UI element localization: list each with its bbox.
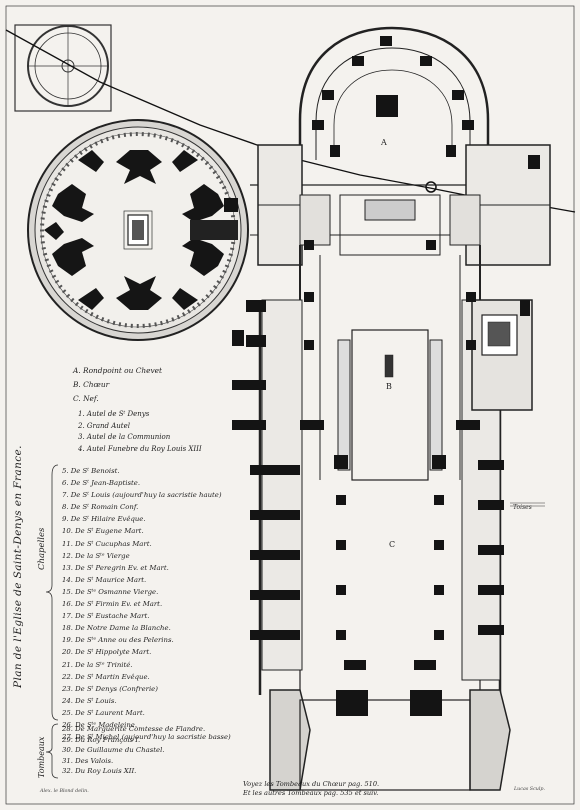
chapels-legend: 5. De Sᵗ Benoist. 6. De Sᵗ Jean-Baptiste… <box>62 465 231 743</box>
plan-letter-c: C <box>389 540 396 549</box>
legend-item: 9. De Sᵗ Hilaire Evêque. <box>62 515 146 524</box>
altars-legend: 1. Autel de Sᵗ Denys 2. Grand Autel 3. A… <box>78 409 202 455</box>
page-reference-note: Voyez les Tombeaux du Chœur pag. 510. Et… <box>243 780 379 798</box>
legend-item: 21. De la Sᵗᵉ Trinité. <box>62 660 133 669</box>
legend-item: 12. De la Sᵗᵉ Vierge <box>62 551 130 560</box>
scale-bar <box>510 502 545 507</box>
legend-item: 22. De Sᵗ Martin Evêque. <box>62 672 150 681</box>
orientation-marker <box>425 181 437 193</box>
tombs-heading: Tombeaux <box>37 736 46 778</box>
parts-legend: A. Rondpoint ou Chevet B. Chœur C. Nef. <box>73 364 162 406</box>
legend-item: 27. De Sᵗ Michel (aujourd'huy la sacrist… <box>62 733 231 742</box>
valois-rotunda <box>27 119 249 341</box>
legend-item: 7. De Sᵗ Louis (aujourd'huy la sacristie… <box>62 491 222 500</box>
legend-item: A. Rondpoint ou Chevet <box>73 366 163 375</box>
plan-letter-a: A <box>381 138 387 147</box>
legend-item: 30. De Guillaume du Chastel. <box>62 746 165 755</box>
legend-item: 20. De Sᵗ Hippolyte Mart. <box>62 648 152 657</box>
legend-item: B. Chœur <box>73 380 110 389</box>
plate-title: Plan de l'Eglise de Saint-Denys en Franc… <box>12 445 24 688</box>
legend-item: 23. De Sᵗ Denys (Confrerie) <box>62 684 158 693</box>
plate-frame <box>5 5 575 805</box>
legend-item: 32. Du Roy Louis XII. <box>62 767 137 776</box>
legend-braces <box>45 464 59 779</box>
scale-label: Toises <box>513 504 532 511</box>
legend-item: 2. Grand Autel <box>78 421 130 430</box>
tombs-legend: 28. De Marguerite Comtesse de Flandre. 2… <box>62 724 205 777</box>
legend-item: 13. De Sᵗ Peregrin Ev. et Mart. <box>62 563 169 572</box>
legend-item: 16. De Sᵗ Firmin Ev. et Mart. <box>62 600 163 609</box>
legend-item: 25. De Sᵗ Laurent Mart. <box>62 708 145 717</box>
draftsman-credit: Alex. le Blond delin. <box>40 789 89 794</box>
legend-item: 17. De Sᵗ Eustache Mart. <box>62 612 150 621</box>
legend-item: 26. De Sᵗᵉ Madeleine. <box>62 720 138 729</box>
legend-item: 5. De Sᵗ Benoist. <box>62 467 120 475</box>
chapels-heading: Chapelles <box>37 527 47 570</box>
note-line: Et les autres Tombeaux pag. 535 et suiv. <box>243 789 379 797</box>
legend-item: 10. De Sᵗ Eugene Mart. <box>62 527 144 536</box>
legend-item: C. Nef. <box>73 394 99 403</box>
legend-item: 6. De Sᵗ Jean-Baptiste. <box>62 479 141 488</box>
piers <box>224 36 540 716</box>
legend-item: 11. De Sᵗ Cucuphas Mart. <box>62 539 152 548</box>
legend-item: 1. Autel de Sᵗ Denys <box>78 410 150 418</box>
legend-item: 28. De Marguerite Comtesse de Flandre. <box>62 725 206 733</box>
legend-item: 29. Du Roy François I. <box>62 735 141 744</box>
plan-letter-b: B <box>386 382 392 391</box>
legend-item: 31. Des Valois. <box>62 756 114 765</box>
legend-item: 3. Autel de la Communion <box>78 433 171 441</box>
legend-item: 15. De Sᵗᵉ Osmanne Vierge. <box>62 587 159 596</box>
legend-item: 8. De Sᵗ Romain Conf. <box>62 503 139 512</box>
legend-item: 19. De Sᵗᵉ Anne ou des Pelerins. <box>62 636 174 645</box>
legend-item: 18. De Notre Dame la Blanche. <box>62 624 171 633</box>
note-line: Voyez les Tombeaux du Chœur pag. 510. <box>243 780 380 788</box>
legend-item: 24. De Sᵗ Louis. <box>62 696 117 705</box>
church-plan <box>250 26 551 791</box>
engraver-credit: Lucas Sculp. <box>514 787 545 792</box>
legend-item: 4. Autel Funebre du Roy Louis XIII <box>78 444 202 453</box>
compass-rose <box>14 24 112 112</box>
legend-item: 14. De Sᵗ Maurice Mart. <box>62 575 147 584</box>
